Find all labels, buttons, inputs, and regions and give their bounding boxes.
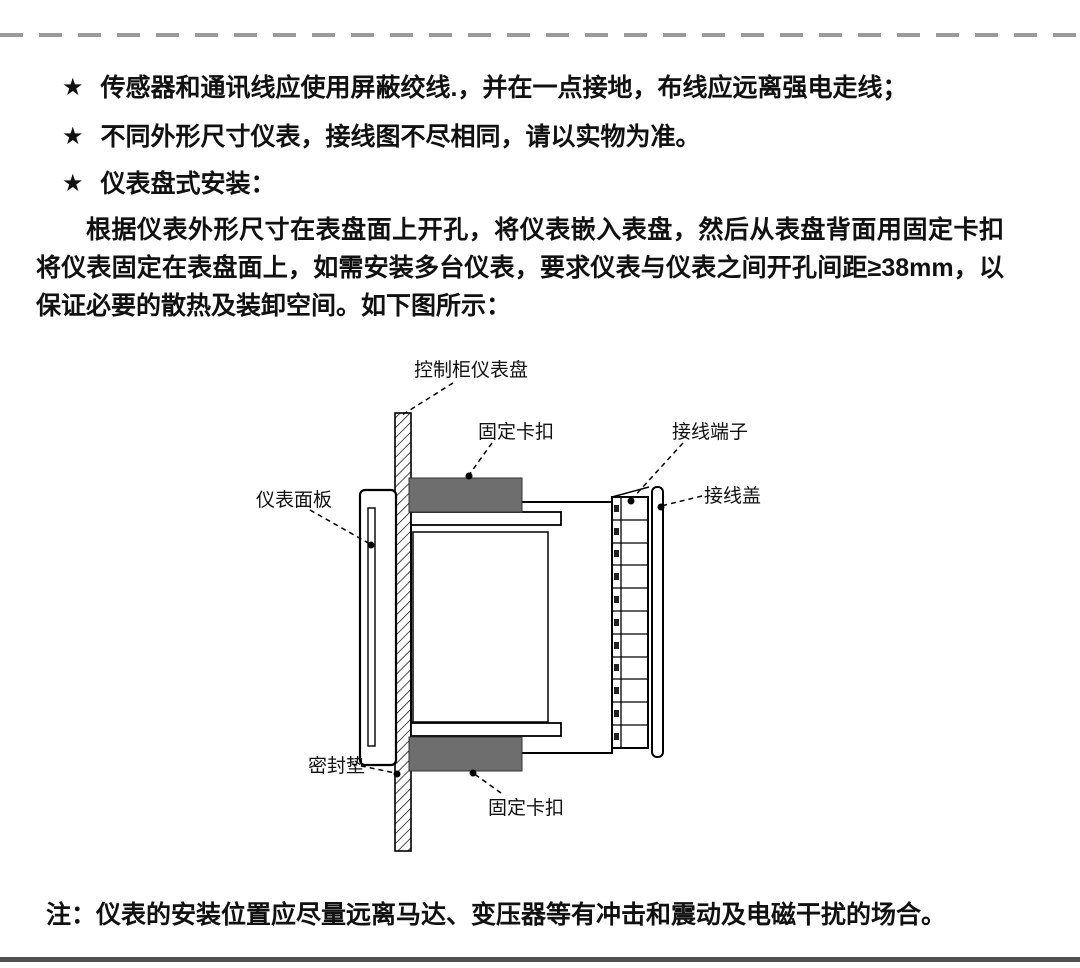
leader-lines	[309, 382, 703, 794]
bullet-item: ★ 仪表盘式安装：	[62, 168, 276, 200]
bullet-item: ★ 传感器和通讯线应使用屏蔽绞线.，并在一点接地，布线应远离强电走线；	[62, 72, 907, 104]
terminal-block-shape	[611, 496, 649, 749]
star-bullet-icon: ★	[62, 123, 84, 150]
bullet-item: ★ 不同外形尺寸仪表，接线图不尽相同，请以实物为准。	[62, 121, 701, 153]
fixing-clip-bottom-shape	[408, 736, 523, 772]
diagram-drawing	[309, 382, 703, 852]
star-bullet-icon: ★	[62, 74, 84, 101]
wiring-cover-shape	[651, 486, 664, 758]
front-bezel-detail-shape	[367, 507, 376, 747]
fixing-clip-top-shape	[408, 477, 523, 513]
diagram-label-clip-bottom: 固定卡扣	[488, 798, 565, 819]
bottom-rail-shape	[410, 722, 562, 737]
diagram-label-clip-top: 固定卡扣	[478, 422, 555, 443]
diagram-label-panel: 控制柜仪表盘	[414, 360, 529, 381]
star-bullet-icon: ★	[62, 170, 84, 197]
cover-link-line	[611, 486, 650, 498]
instrument-inner-box-shape	[412, 531, 549, 723]
diagram-label-cover: 接线盖	[704, 486, 762, 507]
page-edge-line	[0, 957, 1080, 962]
front-bezel-shape	[358, 488, 398, 767]
top-rail-shape	[410, 511, 562, 526]
page-break-dashed-divider	[0, 33, 1080, 37]
diagram-label-terminal: 接线端子	[672, 422, 749, 443]
note-text: 注：仪表的安装位置应尽量远离马达、变压器等有冲击和震动及电磁干扰的场合。	[46, 901, 947, 929]
leader-dots	[367, 472, 665, 778]
diagram-label-gasket: 密封垫	[308, 756, 366, 777]
install-paragraph: 根据仪表外形尺寸在表盘面上开孔，将仪表嵌入表盘，然后从表盘背面用固定卡扣将仪表固…	[36, 216, 1004, 320]
installation-diagram: 控制柜仪表盘 固定卡扣 接线端子 接线盖 仪表面板 密封垫 固定卡扣	[240, 345, 800, 865]
diagram-label-front-panel: 仪表面板	[256, 490, 333, 511]
bullet-text: 传感器和通讯线应使用屏蔽绞线.，并在一点接地，布线应远离强电走线；	[100, 74, 908, 102]
bullet-text: 仪表盘式安装：	[100, 170, 276, 198]
bullet-text: 不同外形尺寸仪表，接线图不尽相同，请以实物为准。	[100, 123, 701, 151]
